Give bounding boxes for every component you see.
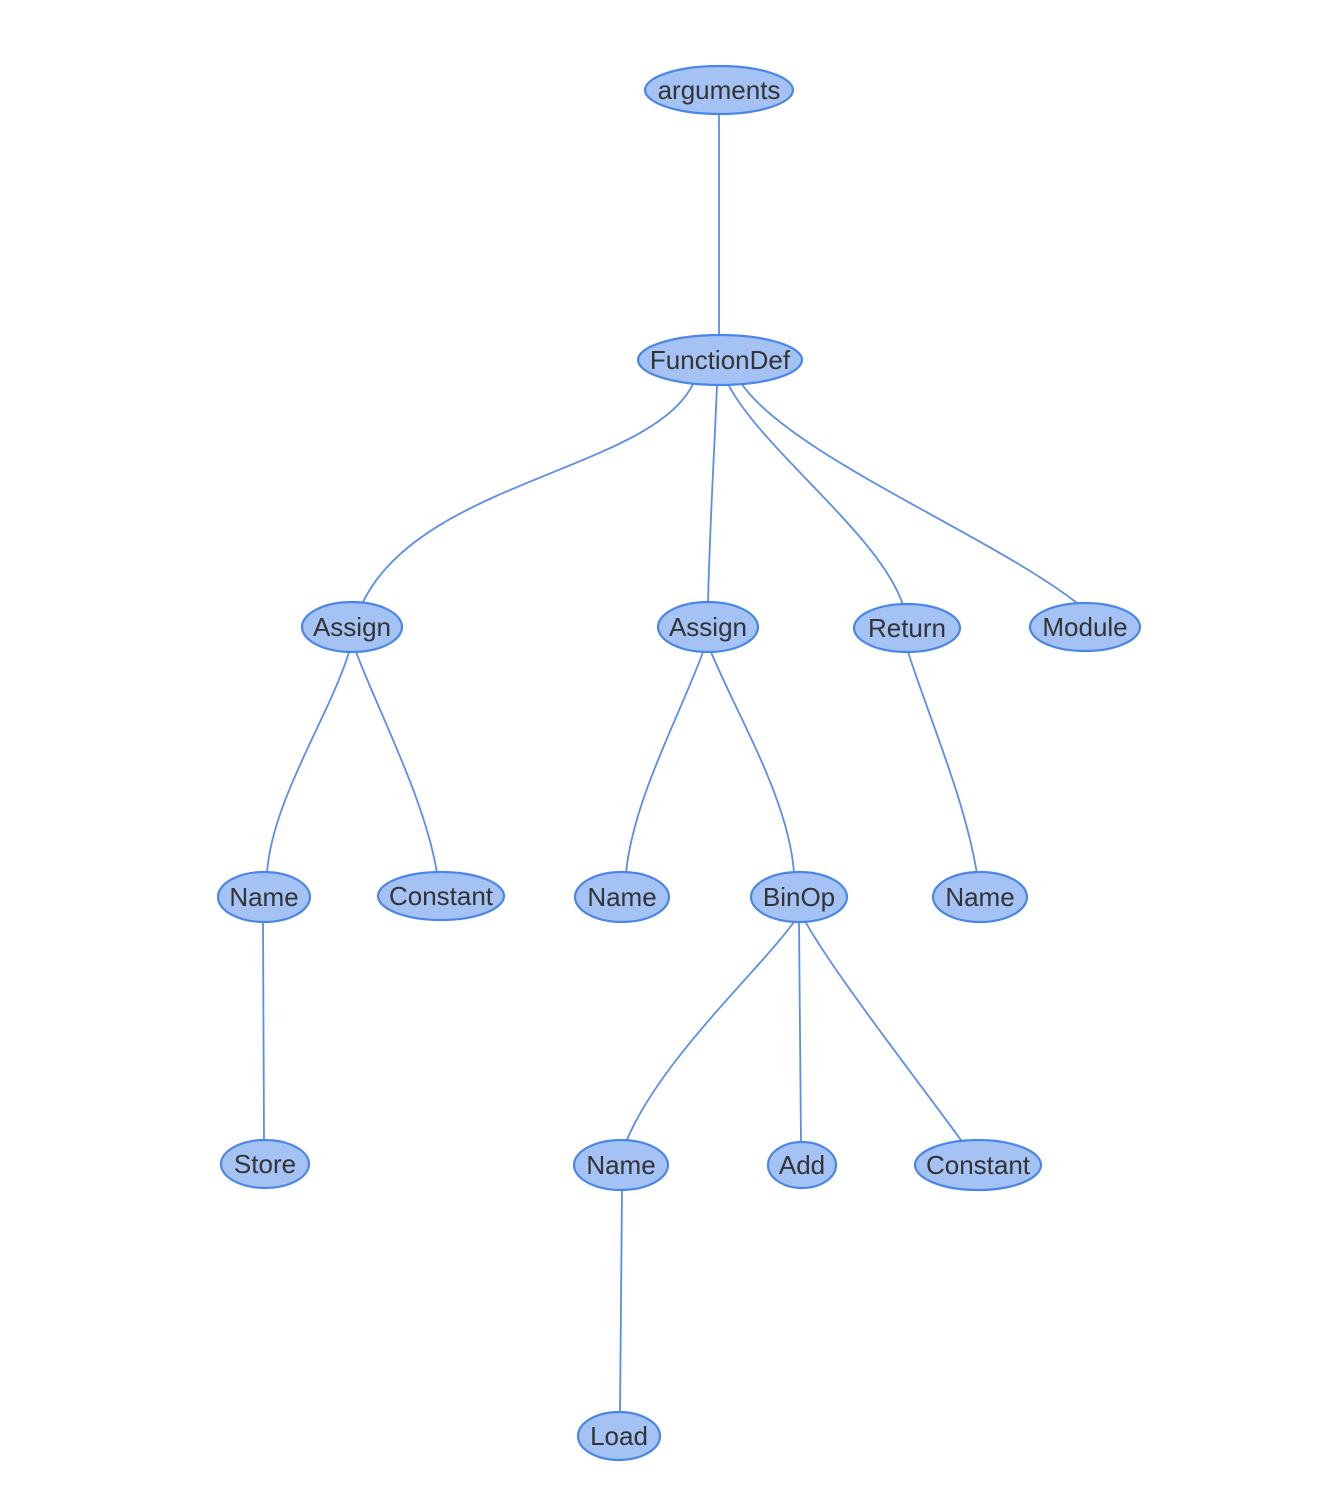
edge-assign-2-to-name-2 [625, 651, 704, 874]
edge-binop-to-add [798, 921, 802, 1144]
node-label-constant-2: Constant [926, 1150, 1031, 1180]
edge-assign-2-to-binop [710, 651, 795, 874]
node-ellipse-functiondef[interactable] [636, 333, 804, 387]
node-binop[interactable]: BinOp [749, 870, 849, 924]
node-ellipse-load[interactable] [576, 1410, 662, 1462]
node-store[interactable]: Store [219, 1138, 311, 1190]
node-ellipse-arguments[interactable] [643, 64, 795, 116]
edge-functiondef-to-assign-1 [361, 381, 695, 605]
node-constant-1[interactable]: Constant [376, 870, 506, 922]
node-constant-2[interactable]: Constant [913, 1138, 1043, 1192]
node-ellipse-assign-1[interactable] [300, 600, 404, 654]
node-ellipse-constant-1[interactable] [376, 870, 506, 922]
node-add[interactable]: Add [766, 1140, 838, 1190]
node-ellipse-store[interactable] [219, 1138, 311, 1190]
node-ellipse-module[interactable] [1028, 601, 1142, 653]
edge-assign-1-to-constant-1 [355, 651, 438, 874]
node-assign-2[interactable]: Assign [656, 600, 760, 654]
edge-name-1-to-store [262, 921, 265, 1142]
node-label-name-4: Name [586, 1150, 655, 1180]
edge-assign-1-to-name-1 [266, 651, 350, 874]
node-label-return: Return [868, 613, 946, 643]
node-label-load: Load [590, 1421, 648, 1451]
node-label-name-2: Name [587, 882, 656, 912]
node-assign-1[interactable]: Assign [300, 600, 404, 654]
node-label-assign-1: Assign [313, 612, 391, 642]
node-ellipse-name-1[interactable] [216, 870, 312, 924]
node-label-assign-2: Assign [669, 612, 747, 642]
node-name-4[interactable]: Name [572, 1138, 670, 1192]
edge-return-to-name-3 [907, 651, 978, 875]
edge-functiondef-to-return [727, 383, 904, 606]
node-ellipse-binop[interactable] [749, 870, 849, 924]
node-label-store: Store [234, 1149, 296, 1179]
node-ellipse-name-2[interactable] [573, 870, 671, 924]
node-label-binop: BinOp [763, 882, 835, 912]
edge-functiondef-to-assign-2 [707, 384, 718, 604]
node-ellipse-name-4[interactable] [572, 1138, 670, 1192]
node-label-name-3: Name [945, 882, 1014, 912]
edge-binop-to-name-4 [625, 921, 795, 1143]
node-functiondef[interactable]: FunctionDef [636, 333, 804, 387]
node-module[interactable]: Module [1028, 601, 1142, 653]
edge-binop-to-constant-2 [804, 920, 964, 1144]
node-label-arguments: arguments [658, 75, 781, 105]
node-ellipse-add[interactable] [766, 1140, 838, 1190]
node-arguments[interactable]: arguments [643, 64, 795, 116]
node-name-1[interactable]: Name [216, 870, 312, 924]
node-name-2[interactable]: Name [573, 870, 671, 924]
node-ellipse-assign-2[interactable] [656, 600, 760, 654]
node-load[interactable]: Load [576, 1410, 662, 1462]
node-label-constant-1: Constant [389, 881, 494, 911]
node-ellipse-return[interactable] [852, 602, 962, 654]
node-ellipse-constant-2[interactable] [913, 1138, 1043, 1192]
node-name-3[interactable]: Name [931, 870, 1029, 924]
edge-name-4-to-load [619, 1189, 623, 1414]
node-ellipse-name-3[interactable] [931, 870, 1029, 924]
node-return[interactable]: Return [852, 602, 962, 654]
node-label-module: Module [1042, 612, 1127, 642]
node-label-add: Add [779, 1150, 825, 1180]
node-label-functiondef: FunctionDef [650, 345, 791, 375]
node-label-name-1: Name [229, 882, 298, 912]
edge-functiondef-to-module [740, 382, 1078, 604]
